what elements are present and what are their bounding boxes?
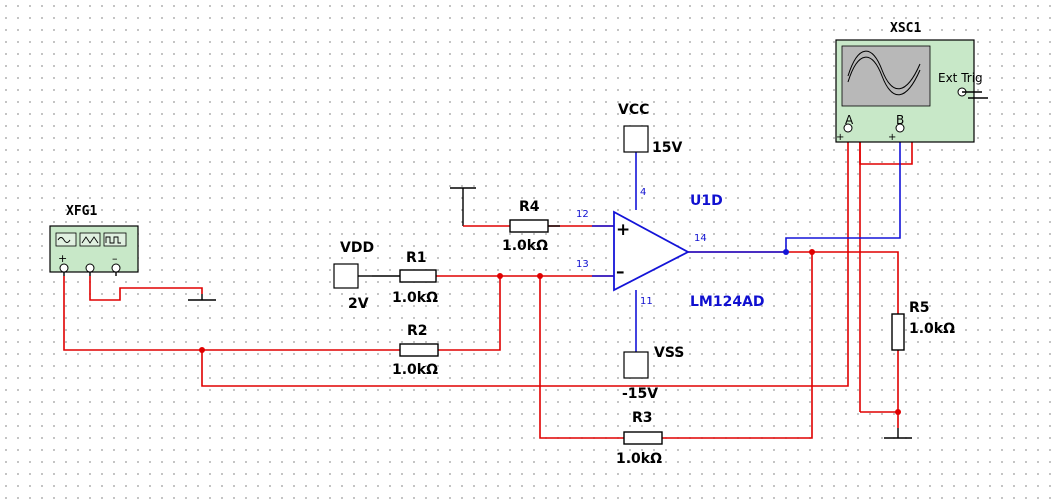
r3-value: 1.0kΩ — [616, 451, 662, 467]
wire-xfg-common-ground[interactable] — [89, 276, 203, 301]
triangle-wave-button[interactable] — [79, 232, 101, 247]
xfg1-terminal-icon[interactable] — [85, 263, 95, 273]
pin-13-label: 13 — [576, 259, 589, 270]
resistor-r4[interactable]: R4 1.0kΩ — [502, 199, 560, 254]
wire-input-scope-a[interactable] — [201, 128, 849, 387]
vdd-source[interactable]: VDD 2V — [333, 240, 374, 312]
wire-r2-node[interactable] — [438, 276, 501, 351]
r4-value: 1.0kΩ — [502, 238, 548, 254]
channel-a-plus: + — [836, 132, 844, 143]
vss-label: VSS — [654, 345, 684, 361]
junction-dot — [199, 347, 205, 353]
opamp-part-label: LM124AD — [690, 294, 765, 310]
sine-wave-icon — [57, 237, 71, 243]
wire-xfg-plus-r2[interactable] — [63, 276, 400, 351]
xfg1-plus-terminal: + — [58, 252, 67, 265]
channel-b-label: B — [896, 113, 904, 127]
junction-dot — [809, 249, 815, 255]
junction-dot — [783, 249, 789, 255]
pin-11-label: 11 — [640, 296, 653, 307]
triangle-wave-icon — [81, 236, 99, 244]
xsc1-label: XSC1 — [890, 21, 921, 36]
pin-4-label: 4 — [640, 187, 646, 198]
sine-trace-icon — [847, 50, 921, 90]
vss-value: -15V — [622, 386, 658, 402]
oscilloscope-screen — [841, 45, 931, 107]
opamp-plus-sign: + — [616, 220, 630, 240]
wire-scope-minus-loop[interactable] — [859, 128, 913, 165]
resistor-r2[interactable]: R2 1.0kΩ — [392, 323, 439, 378]
vcc-label: VCC — [618, 102, 649, 118]
xfg1-label: XFG1 — [66, 204, 97, 219]
xfg1-terminal-icon[interactable] — [111, 263, 121, 273]
ground-icon — [450, 187, 510, 227]
sine-wave-button[interactable] — [55, 232, 77, 247]
channel-b-plus: + — [888, 132, 896, 143]
wire-r3-left[interactable] — [539, 276, 624, 439]
square-wave-icon — [105, 236, 121, 244]
channel-b-terminal-icon[interactable] — [895, 123, 905, 133]
resistor-r5[interactable]: R5 1.0kΩ — [891, 300, 955, 351]
sine-trace-icon — [847, 56, 921, 96]
resistor-r3[interactable]: R3 1.0kΩ — [616, 410, 663, 467]
r5-value: 1.0kΩ — [909, 321, 955, 337]
opamp-u1d[interactable]: + – 12 13 14 4 11 U1D LM124AD — [576, 187, 765, 310]
channel-a-label: A — [845, 113, 854, 127]
vcc-value: 15V — [652, 140, 682, 156]
r5-label: R5 — [909, 300, 930, 316]
wire-output-scope-b[interactable] — [785, 128, 901, 252]
vss-source[interactable]: VSS -15V — [622, 345, 684, 402]
ground-symbols — [188, 187, 912, 439]
oscilloscope-xsc1[interactable]: XSC1 Ext Trig A B + + — [835, 21, 988, 143]
vdd-label: VDD — [340, 240, 374, 256]
xfg1-minus-terminal: – — [112, 252, 118, 265]
channel-a-terminal-icon[interactable] — [843, 123, 853, 133]
pin-14-label: 14 — [694, 233, 707, 244]
pin-12-label: 12 — [576, 209, 589, 220]
r4-label: R4 — [519, 199, 540, 215]
vdd-value: 2V — [348, 296, 369, 312]
r1-label: R1 — [406, 250, 427, 266]
r2-value: 1.0kΩ — [392, 362, 438, 378]
junction-dot — [497, 273, 503, 279]
ext-trig-label: Ext Trig — [938, 71, 983, 85]
opamp-triangle — [613, 210, 690, 292]
wire-r3-right[interactable] — [662, 252, 813, 439]
ground-icon — [188, 294, 216, 301]
junction-dot — [537, 273, 543, 279]
square-wave-button[interactable] — [103, 232, 127, 247]
r2-label: R2 — [407, 323, 428, 339]
wires-blue — [592, 128, 901, 352]
opamp-ref-label: U1D — [690, 193, 723, 209]
junction-dot — [895, 409, 901, 415]
function-generator-xfg1[interactable]: XFG1 + – — [49, 204, 139, 276]
opamp-minus-sign: – — [616, 262, 625, 282]
r1-value: 1.0kΩ — [392, 290, 438, 306]
junctions — [199, 249, 901, 415]
r3-label: R3 — [632, 410, 653, 426]
ground-icon — [884, 428, 912, 439]
resistor-r1[interactable]: R1 1.0kΩ — [372, 250, 438, 306]
vcc-source[interactable]: VCC 15V — [618, 102, 682, 156]
xfg1-terminal-icon[interactable] — [59, 263, 69, 273]
